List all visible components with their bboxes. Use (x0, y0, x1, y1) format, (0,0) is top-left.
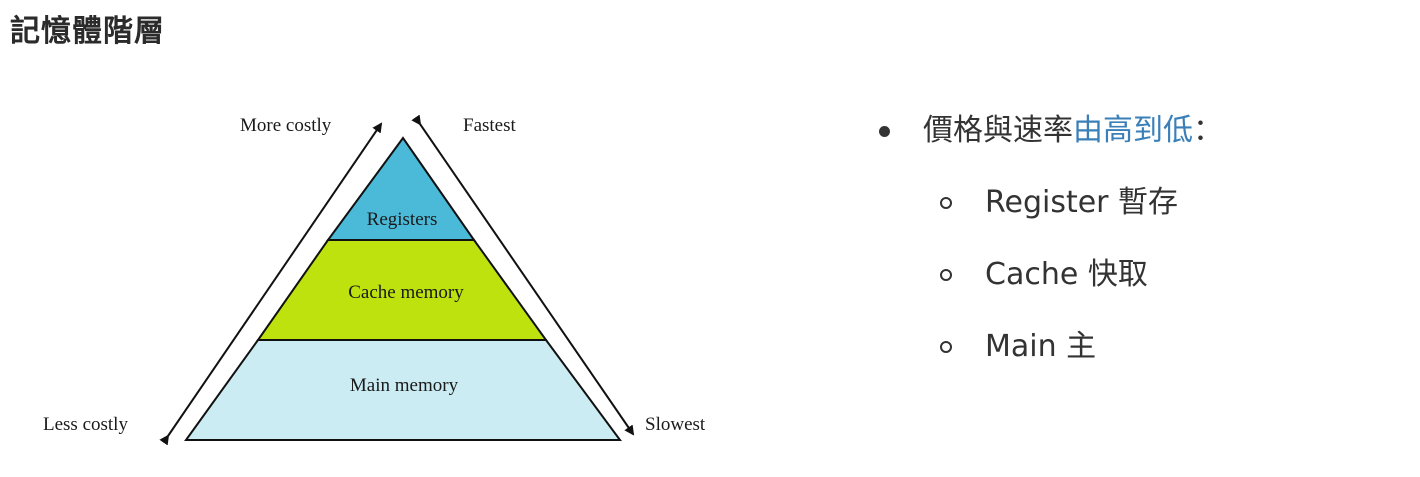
bullet-suffix: ： (1193, 113, 1223, 148)
cost-arrow (159, 122, 383, 446)
sub-item-label: Cache 快取 (985, 257, 1148, 292)
circle-bullet-icon (940, 341, 952, 353)
memory-hierarchy-diagram: Registers Cache memory Main memory More … (43, 114, 706, 446)
tier-label-cache-memory: Cache memory (348, 282, 464, 303)
tier-label-main-memory: Main memory (350, 375, 459, 396)
sub-item-label: Register 暫存 (985, 185, 1179, 220)
label-fastest: Fastest (463, 115, 517, 136)
label-more-costly: More costly (240, 115, 332, 136)
page-title: 記憶體階層 (10, 14, 165, 49)
speed-arrow (411, 114, 635, 436)
bullet-prefix: 價格與速率 (923, 113, 1073, 148)
sub-item-label: Main 主 (985, 329, 1097, 364)
label-less-costly: Less costly (43, 414, 128, 435)
bullet-text: 價格與速率由高到低： (923, 106, 1223, 156)
circle-bullet-icon (940, 269, 952, 281)
tier-label-registers: Registers (367, 209, 438, 230)
bullet-dot-icon (879, 126, 890, 137)
bullet-highlight: 由高到低 (1073, 113, 1193, 148)
label-slowest: Slowest (645, 414, 706, 435)
circle-bullet-icon (940, 197, 952, 209)
